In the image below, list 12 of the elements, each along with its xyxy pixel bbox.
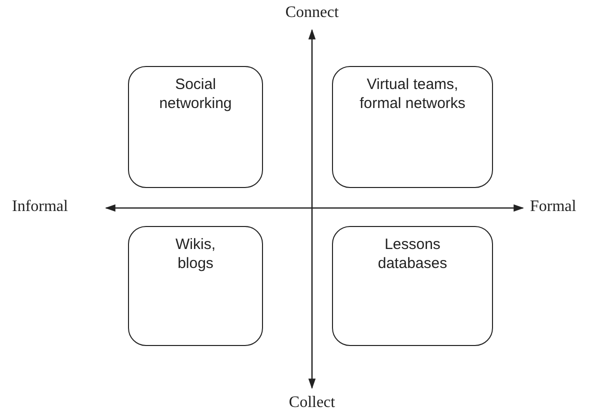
axis-label: Formal <box>530 198 576 216</box>
axis-label: Informal <box>12 198 68 216</box>
quadrant-box <box>332 66 493 188</box>
quadrant-box <box>128 66 263 188</box>
quadrant-box <box>332 226 493 346</box>
quadrant-box <box>128 226 263 346</box>
box-label: Wikis, blogs <box>174 235 216 273</box>
axis-label: Connect <box>285 4 339 22</box>
axis-label: Collect <box>288 394 336 412</box>
box-label: Social networking <box>158 75 233 113</box>
box-label: Virtual teams, formal networks <box>358 75 466 113</box>
box-label: Lessons databases <box>376 235 448 273</box>
